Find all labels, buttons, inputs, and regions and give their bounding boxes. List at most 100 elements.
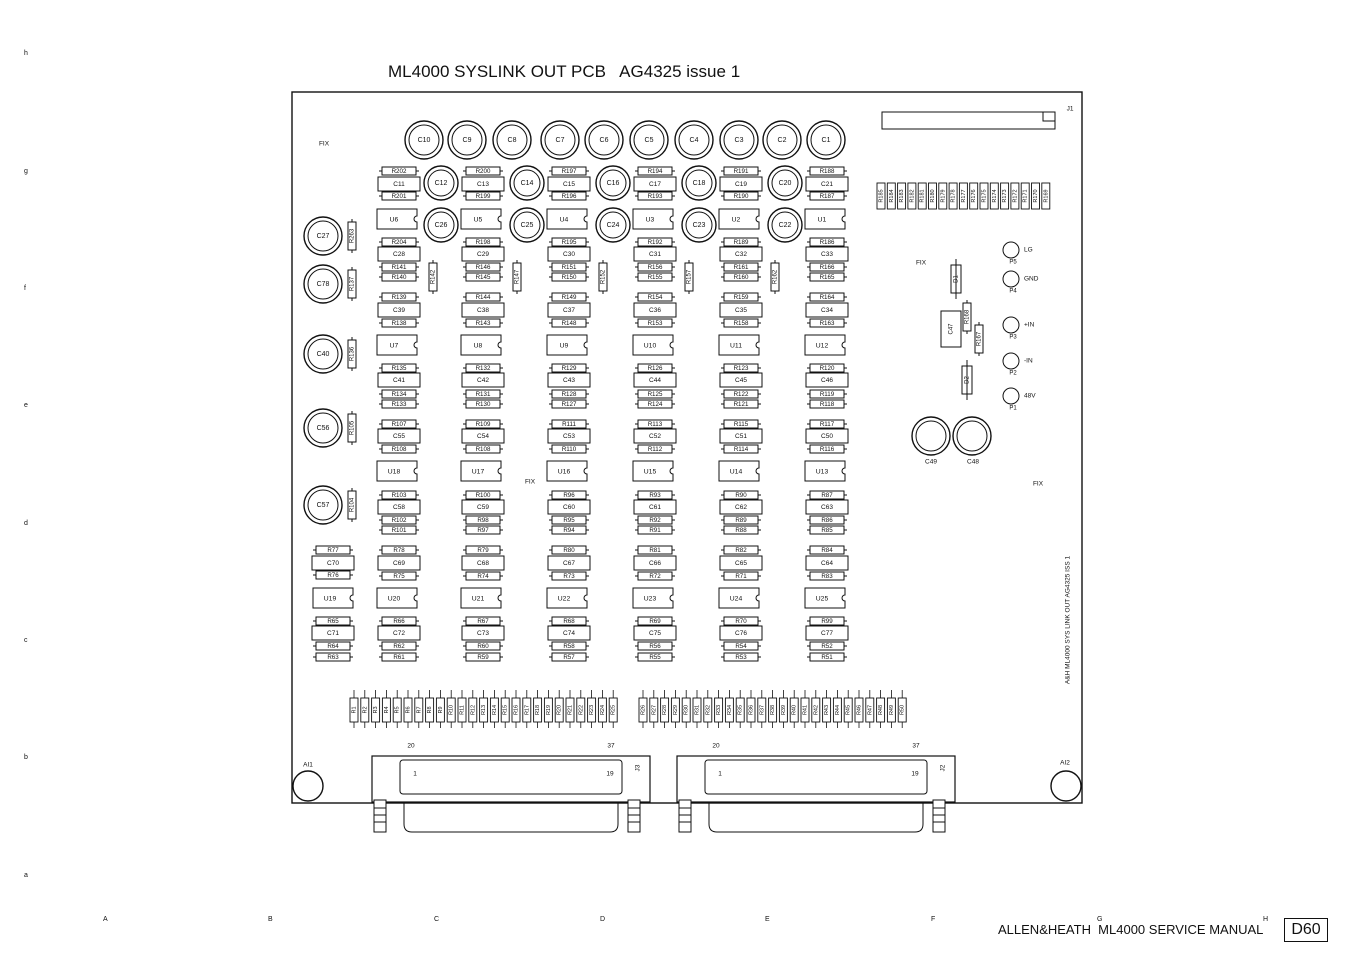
- capacitor-ring: [307, 220, 339, 252]
- capacitor-label: C12: [435, 180, 448, 187]
- resistor-label: R136: [350, 346, 356, 361]
- resistor-label: R153: [648, 320, 663, 327]
- ic-label: U20: [388, 595, 401, 602]
- resistor-label: R118: [820, 401, 835, 408]
- capacitor-label: C73: [477, 630, 489, 637]
- capacitor-label: C6: [600, 137, 609, 144]
- resistor-label: R202: [392, 168, 407, 175]
- capacitor: [633, 176, 677, 192]
- resistor-label: R128: [562, 391, 577, 398]
- resistor-label: R66: [393, 618, 405, 625]
- resistor-label: R110: [562, 446, 577, 453]
- resistor-label: R113: [648, 421, 663, 428]
- resistor-label: R116: [820, 446, 835, 453]
- ic-chip: [632, 334, 674, 356]
- resistor-label: R68: [563, 618, 575, 625]
- ic-chip: [718, 334, 760, 356]
- ic-label: U16: [558, 468, 571, 475]
- margin-col-B: B: [268, 916, 273, 923]
- resistor-label: R167: [977, 331, 983, 346]
- resistor-label: R79: [477, 547, 489, 554]
- resistor-vertical: [489, 697, 499, 723]
- capacitor: [633, 428, 677, 444]
- resistor-label: R121: [734, 401, 749, 408]
- margin-row-h: h: [24, 50, 28, 57]
- resistor-label: R102: [392, 517, 407, 524]
- capacitor-ring: [810, 124, 842, 156]
- resistor-label: R189: [734, 239, 749, 246]
- resistor-vertical: [681, 697, 691, 723]
- resistor-label: R182: [909, 189, 915, 202]
- margin-row-e: e: [24, 402, 28, 409]
- resistor-vertical: [392, 697, 402, 723]
- capacitor-label: C32: [735, 251, 747, 258]
- dsub-screw: [932, 799, 946, 833]
- capacitor-ring: [427, 169, 455, 197]
- resistor-label: R21: [567, 705, 573, 715]
- resistor-vertical: [425, 697, 435, 723]
- connector-label: J2: [940, 764, 947, 771]
- manual-footer: ALLEN&HEATH ML4000 SERVICE MANUAL: [998, 922, 1264, 937]
- resistor-vertical: [468, 697, 478, 723]
- resistor-label: R81: [649, 547, 661, 554]
- resistor-label: R194: [648, 168, 663, 175]
- capacitor: [633, 555, 677, 571]
- resistor-label: R83: [821, 573, 833, 580]
- electrolytic-capacitor: [629, 120, 669, 160]
- resistor-label: R31: [694, 705, 700, 715]
- resistor-label: R184: [889, 189, 895, 202]
- resistor-label: R42: [813, 705, 819, 715]
- capacitor: [377, 372, 421, 388]
- resistor-label: R112: [648, 446, 663, 453]
- margin-col-D: D: [600, 916, 606, 923]
- capacitor-label: C40: [317, 351, 330, 358]
- dsub-screw: [678, 799, 692, 833]
- capacitor: [311, 625, 355, 641]
- capacitor-label: C31: [649, 251, 661, 258]
- capacitor-label: C51: [735, 433, 747, 440]
- pad-label: P4: [1009, 289, 1017, 295]
- capacitor-label: C44: [649, 377, 661, 384]
- resistor-label: R165: [820, 274, 835, 281]
- capacitor-label: C67: [563, 560, 575, 567]
- resistor-label: R149: [562, 294, 577, 301]
- margin-row-f: f: [24, 285, 26, 292]
- capacitor-label: C50: [821, 433, 833, 440]
- resistor-label: R44: [835, 705, 841, 715]
- ic-label: U22: [558, 595, 571, 602]
- ic-label: U17: [472, 468, 485, 475]
- resistor-label: R137: [350, 276, 356, 291]
- resistor-label: R119: [820, 391, 835, 398]
- ic-chip: [718, 587, 760, 609]
- resistor-label: R59: [477, 654, 489, 661]
- resistor-label: R181: [920, 189, 926, 202]
- resistor-vertical: [768, 697, 778, 723]
- resistor-label: R124: [648, 401, 663, 408]
- capacitor: [377, 176, 421, 192]
- resistor-label: R20: [557, 705, 563, 715]
- resistor-vertical: [638, 697, 648, 723]
- resistor-label: R104: [350, 497, 356, 512]
- resistor-vertical: [907, 182, 917, 210]
- resistor-label: R14: [492, 705, 498, 715]
- margin-row-g: g: [24, 168, 28, 175]
- capacitor-ring: [307, 338, 339, 370]
- resistor-label: R191: [734, 168, 749, 175]
- resistor-label: R8: [427, 706, 433, 713]
- resistor-label: R173: [1002, 189, 1008, 202]
- resistor-label: R74: [477, 573, 489, 580]
- connector-pin-label: 20: [407, 743, 415, 750]
- resistor-label: R16: [513, 705, 519, 715]
- resistor-label: R144: [476, 294, 491, 301]
- resistor-label: R43: [824, 705, 830, 715]
- capacitor-label: C25: [521, 222, 534, 229]
- resistor-label: R108: [476, 446, 491, 453]
- fix-label: FIX: [1033, 481, 1044, 488]
- resistor-label: R50: [900, 705, 906, 715]
- ic-label: U2: [732, 216, 741, 223]
- capacitor-label: C72: [393, 630, 405, 637]
- resistor-label: R164: [820, 294, 835, 301]
- resistor-label: R22: [578, 705, 584, 715]
- connector-pin-label: 20: [712, 743, 720, 750]
